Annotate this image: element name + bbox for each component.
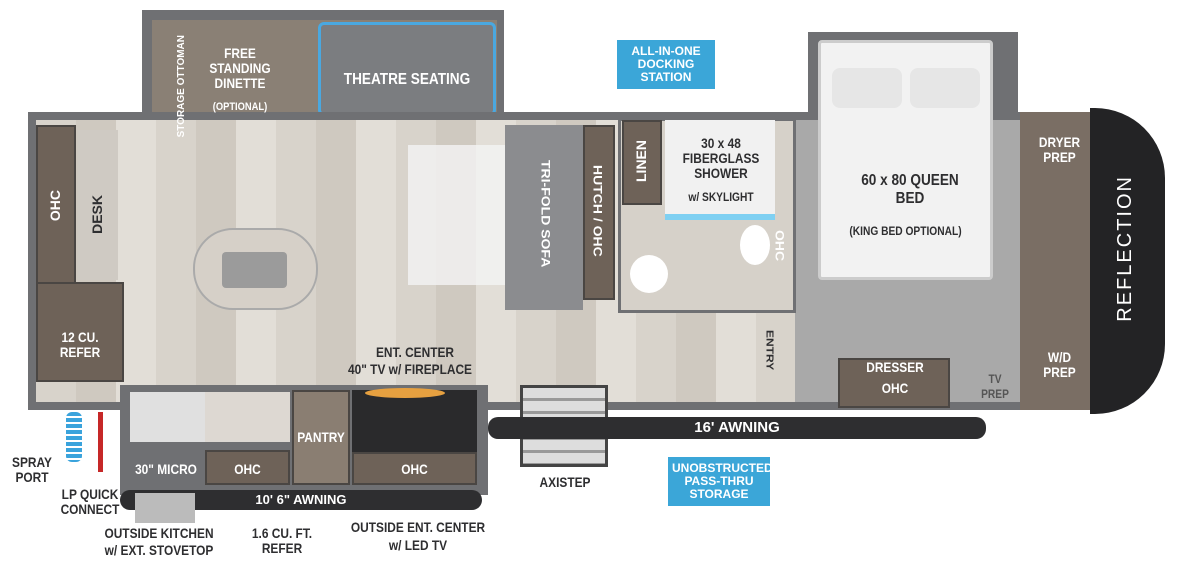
hutch: [583, 125, 615, 300]
pillow: [910, 68, 980, 108]
pantry: [292, 390, 350, 485]
micro-label: 30" MICRO: [135, 461, 197, 477]
ent-tv-label: 40" TV w/ FIREPLACE: [347, 361, 472, 377]
axistep-label: AXISTEP: [539, 474, 591, 490]
desk-label: DESK: [89, 195, 105, 234]
dryer-prep-label: DRYER PREP: [1038, 134, 1081, 165]
dinette-optional-label: (OPTIONAL): [212, 101, 268, 113]
docking-station-callout: ALL-IN-ONE DOCKING STATION: [617, 40, 715, 89]
shower: [665, 120, 775, 220]
brand-logo: REFLECTION: [1114, 175, 1136, 322]
sofa-label: TRI-FOLD SOFA: [539, 160, 553, 268]
counter: [205, 392, 290, 442]
ohc-kitchen-2: [352, 452, 477, 485]
lp-connect-label: LP QUICK CONNECT: [60, 486, 120, 517]
outside-kitchen-sub-label: w/ EXT. STOVETOP: [104, 542, 214, 558]
theatre-seating: [318, 22, 496, 116]
island-sink: [222, 252, 287, 288]
pass-thru-storage-callout: UNOBSTRUCTED PASS-THRU STORAGE: [668, 457, 773, 506]
king-bed-label: (KING BED OPTIONAL): [849, 224, 962, 238]
pantry-label: PANTRY: [297, 429, 345, 445]
refrigerator: [36, 282, 124, 382]
linen-label: LINEN: [633, 140, 649, 182]
ohc-k1-label: OHC: [234, 461, 261, 477]
mini-refer-label: 1.6 CU. FT. REFER: [251, 525, 313, 556]
tv-prep-label: TV PREP: [981, 372, 1009, 401]
pillow: [832, 68, 902, 108]
table-area: [408, 145, 506, 285]
ohc-kitchen-1: [205, 450, 290, 485]
awning-10-6: 10' 6" AWNING: [120, 490, 482, 510]
entry-label: ENTRY: [763, 330, 776, 371]
ent-center-label: ENT. CENTER: [375, 344, 455, 360]
stove: [130, 392, 205, 442]
toilet: [630, 255, 668, 293]
outside-stovetop: [135, 493, 195, 523]
theatre-label: THEATRE SEATING: [343, 71, 471, 88]
wd-prep-label: W/D PREP: [1043, 349, 1076, 380]
desk: [78, 130, 118, 280]
dresser-label: DRESSER: [866, 359, 924, 375]
hutch-label: HUTCH / OHC: [591, 165, 605, 257]
dresser: [838, 358, 950, 408]
spray-port-label: SPRAY PORT: [12, 454, 52, 485]
ohc-left-label: OHC: [47, 190, 63, 222]
dresser-ohc-label: OHC: [881, 380, 909, 396]
linen-cabinet: [622, 120, 662, 205]
fireplace-glow: [365, 388, 445, 398]
ottoman-label: STORAGE OTTOMAN: [176, 35, 187, 138]
bed-label: 60 x 80 QUEEN BED: [861, 172, 959, 207]
shower-label: 30 x 48 FIBERGLASS SHOWER: [682, 135, 760, 181]
wardrobe: [1020, 112, 1092, 410]
ohc-bath-label: OHC: [773, 230, 787, 262]
awning-16: 16' AWNING: [488, 417, 986, 439]
tri-fold-sofa: [505, 125, 583, 310]
outside-kitchen-label: OUTSIDE KITCHEN: [104, 525, 214, 541]
ent-center: [352, 390, 477, 452]
ohc-k2-label: OHC: [401, 461, 428, 477]
refer-label: 12 CU. REFER: [59, 329, 101, 360]
lp-hose: [98, 412, 103, 472]
ohc-left: [36, 125, 76, 285]
sink: [740, 225, 770, 265]
outside-ent-label: OUTSIDE ENT. CENTER: [350, 519, 486, 535]
skylight-label: w/ SKYLIGHT: [688, 190, 754, 204]
dinette-label: FREE STANDING DINETTE: [209, 45, 271, 91]
outside-ent-sub-label: w/ LED TV: [388, 537, 448, 553]
spray-port-hose: [66, 412, 82, 462]
front-cap: [1090, 108, 1165, 414]
